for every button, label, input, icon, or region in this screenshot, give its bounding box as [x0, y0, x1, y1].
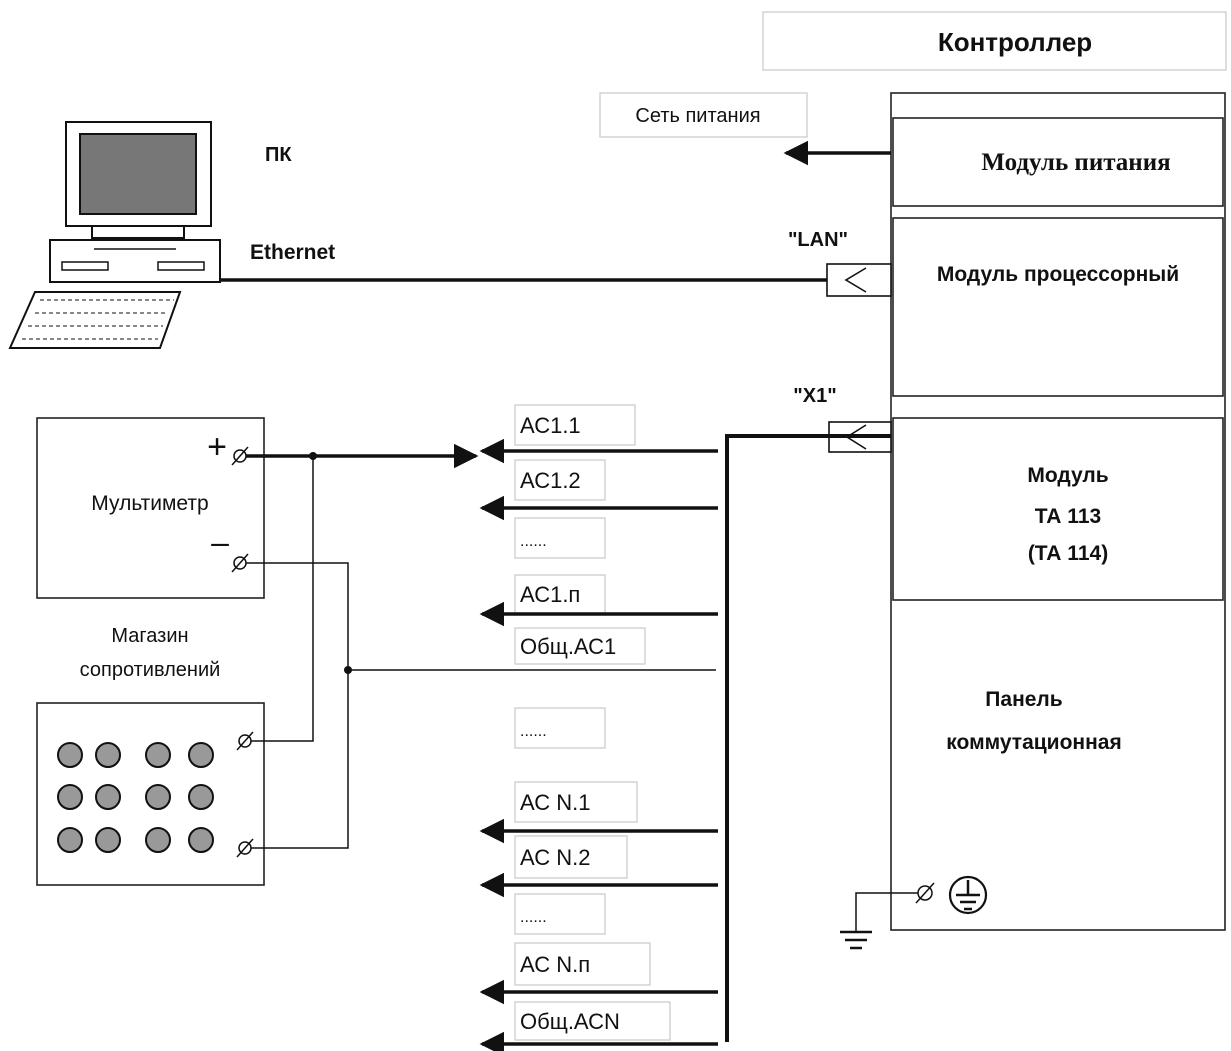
- channel-label-box: [514, 781, 638, 823]
- ground-terminal: [840, 882, 935, 950]
- channel-label: АС N.п: [520, 952, 590, 977]
- multimeter-minus-sign: –: [211, 524, 229, 560]
- panel-label-1: Панель: [985, 688, 1062, 711]
- channel-label: Общ.АСN: [520, 1009, 620, 1034]
- ta-module: [892, 417, 1224, 601]
- channel-label: ......: [520, 723, 547, 740]
- channel-label-box: [514, 517, 606, 559]
- minus-to-resistance-wire: [246, 562, 349, 849]
- multimeter-label: Мультиметр: [91, 492, 208, 515]
- power-module-label: Модуль питания: [981, 149, 1170, 176]
- lan-connector: [826, 263, 892, 297]
- multimeter-plus-terminal: [231, 446, 249, 466]
- pc-icon: [8, 121, 221, 349]
- power-network-box: [599, 92, 808, 138]
- x1-bus: [725, 434, 891, 1042]
- earth-icon: [948, 875, 988, 915]
- ethernet-label: Ethernet: [250, 241, 335, 264]
- resistance-knobs: [57, 742, 214, 853]
- channel-label-box: [514, 1001, 671, 1041]
- cpu-module-label: Модуль процессорный: [937, 263, 1179, 286]
- plus-to-resistance-wire: [251, 456, 314, 742]
- resistance-box-label-1: Магазин: [111, 625, 188, 647]
- channel-label-box: [514, 893, 606, 935]
- power-network-label: Сеть питания: [635, 105, 760, 127]
- multimeter-plus-sign: +: [207, 428, 227, 466]
- controller-title: Контроллер: [938, 27, 1092, 57]
- resistance-box-label-2: сопротивлений: [80, 659, 221, 681]
- lan-label: "LAN": [788, 229, 848, 251]
- channel-label-box: [514, 574, 606, 614]
- multimeter-box: [36, 417, 265, 599]
- panel-label-2: коммутационная: [946, 731, 1121, 754]
- x1-label: "X1": [793, 385, 836, 407]
- channel-label-box: [514, 707, 606, 749]
- channel-label: АС1.п: [520, 582, 580, 607]
- channel-label-box: [514, 942, 651, 986]
- channel-label-box: [514, 459, 606, 501]
- ta-module-label-3: (ТА 114): [1028, 542, 1108, 565]
- channel-label: АС1.1: [520, 413, 581, 438]
- ta-module-label-1: Модуль: [1027, 464, 1108, 487]
- channel-label: АС1.2: [520, 468, 581, 493]
- power-module: [892, 117, 1224, 207]
- channel-label-box: [514, 627, 646, 665]
- controller-title-box: [762, 11, 1227, 71]
- channel-label: АС N.1: [520, 790, 590, 815]
- cpu-module: [892, 217, 1224, 397]
- pc-label: ПК: [265, 144, 292, 166]
- channel-label-box: [514, 404, 636, 446]
- channel-label: ......: [520, 909, 547, 926]
- channel-label: ......: [520, 533, 547, 550]
- channel-label: Общ.АС1: [520, 634, 616, 659]
- channel-label-box: [514, 835, 628, 879]
- channel-label: АС N.2: [520, 845, 590, 870]
- ta-module-label-2: ТА 113: [1035, 505, 1101, 528]
